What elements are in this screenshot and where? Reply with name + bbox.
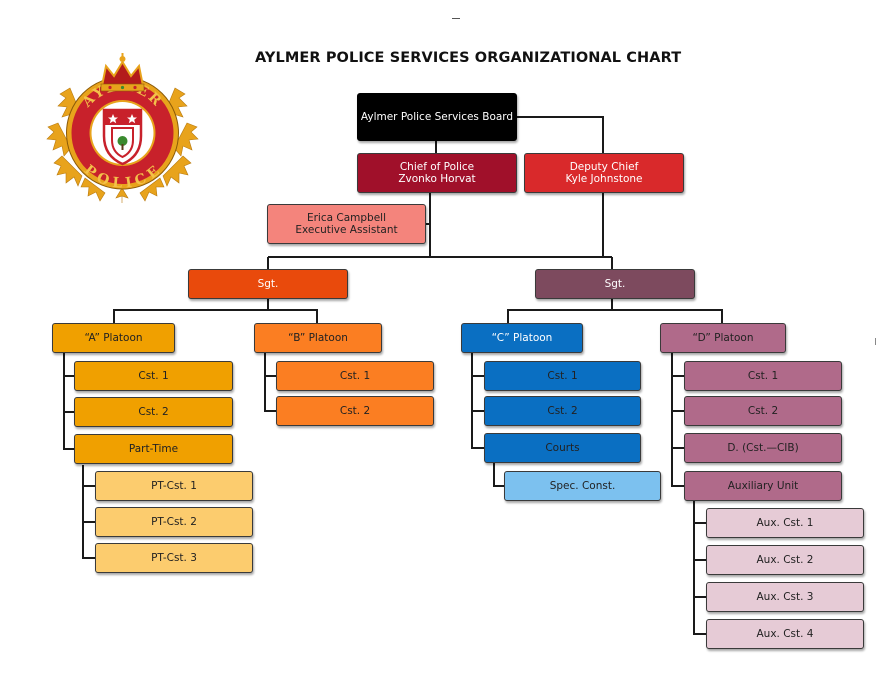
connector-ab — [113, 309, 318, 324]
platoon-a-cst-1-label: Cst. 1 — [138, 370, 169, 382]
sgt-left-label: Sgt. — [257, 278, 279, 290]
aux-cst-4: Aux. Cst. 4 — [706, 619, 864, 649]
edge-mark — [875, 338, 876, 345]
auxiliary-unit-label: Auxiliary Unit — [727, 480, 799, 492]
top-mark — [452, 18, 460, 19]
platoon-d-cib: D. (Cst.—CIB) — [684, 433, 842, 463]
platoon-b-cst-1-label: Cst. 1 — [339, 370, 371, 382]
deputy-name: Kyle Johnstone — [565, 173, 643, 185]
chart-title: AYLMER POLICE SERVICES ORGANIZATIONAL CH… — [255, 50, 682, 66]
platoon-c-cst-1: Cst. 1 — [484, 361, 641, 391]
platoon-a-part-time-label: Part-Time — [128, 443, 179, 455]
platoon-b-cst-2-label: Cst. 2 — [339, 405, 371, 417]
spec-const-label: Spec. Const. — [549, 480, 616, 492]
connector-b-tree — [264, 353, 276, 412]
board-label: Aylmer Police Services Board — [360, 111, 514, 123]
connector-aux-tree — [693, 501, 706, 635]
deputy-title: Deputy Chief — [569, 161, 639, 173]
aylmer-police-crest-logo: AYLMER POLICE — [46, 53, 199, 203]
connector-pt-tree — [82, 465, 95, 559]
chief-name: Zvonko Horvat — [398, 173, 476, 185]
platoon-c-label: “C” Platoon — [491, 332, 553, 344]
deputy-chief-box: Deputy Chief Kyle Johnstone — [524, 153, 684, 193]
platoon-c-cst-1-label: Cst. 1 — [547, 370, 578, 382]
spec-const-box: Spec. Const. — [504, 471, 661, 501]
platoon-a-part-time: Part-Time — [74, 434, 233, 464]
aux-cst-4-label: Aux. Cst. 4 — [756, 628, 814, 640]
platoon-b-cst-2: Cst. 2 — [276, 396, 434, 426]
platoon-d-cst-1-label: Cst. 1 — [747, 370, 779, 382]
sgt-left-box: Sgt. — [188, 269, 348, 299]
platoon-a-cst-2: Cst. 2 — [74, 397, 233, 427]
aux-cst-3: Aux. Cst. 3 — [706, 582, 864, 612]
platoon-a-box: “A” Platoon — [52, 323, 175, 353]
aux-cst-2: Aux. Cst. 2 — [706, 545, 864, 575]
platoon-c-cst-2-label: Cst. 2 — [547, 405, 578, 417]
executive-assistant-box: Erica Campbell Executive Assistant — [267, 204, 426, 244]
platoon-b-cst-1: Cst. 1 — [276, 361, 434, 391]
auxiliary-unit-box: Auxiliary Unit — [684, 471, 842, 501]
aux-cst-2-label: Aux. Cst. 2 — [756, 554, 814, 566]
platoon-a-label: “A” Platoon — [84, 332, 143, 344]
pt-cst-3: PT-Cst. 3 — [95, 543, 253, 573]
platoon-d-cst-1: Cst. 1 — [684, 361, 842, 391]
platoon-d-box: “D” Platoon — [660, 323, 786, 353]
platoon-a-cst-2-label: Cst. 2 — [138, 406, 169, 418]
connector-courts-tree — [493, 463, 504, 487]
platoon-a-cst-1: Cst. 1 — [74, 361, 233, 391]
platoon-b-box: “B” Platoon — [254, 323, 382, 353]
pt-cst-2: PT-Cst. 2 — [95, 507, 253, 537]
chief-of-police-box: Chief of Police Zvonko Horvat — [357, 153, 517, 193]
sgt-right-label: Sgt. — [604, 278, 626, 290]
assistant-name: Erica Campbell — [306, 212, 387, 224]
aux-cst-1: Aux. Cst. 1 — [706, 508, 864, 538]
aux-cst-1-label: Aux. Cst. 1 — [756, 517, 814, 529]
platoon-c-box: “C” Platoon — [461, 323, 583, 353]
pt-cst-1-label: PT-Cst. 1 — [151, 480, 197, 492]
sgt-right-box: Sgt. — [535, 269, 695, 299]
board-box: Aylmer Police Services Board — [357, 93, 517, 141]
platoon-d-label: “D” Platoon — [692, 332, 754, 344]
platoon-d-cst-2: Cst. 2 — [684, 396, 842, 426]
connector-a-tree — [63, 353, 74, 450]
connector-board-deputy — [517, 116, 604, 154]
assistant-title: Executive Assistant — [295, 224, 398, 236]
connector-cd — [507, 309, 723, 324]
chief-title: Chief of Police — [399, 161, 475, 173]
pt-cst-2-label: PT-Cst. 2 — [151, 516, 197, 528]
platoon-c-cst-2: Cst. 2 — [484, 396, 641, 426]
platoon-b-label: “B” Platoon — [288, 332, 348, 344]
pt-cst-3-label: PT-Cst. 3 — [151, 552, 197, 564]
platoon-c-courts: Courts — [484, 433, 641, 463]
platoon-d-cib-label: D. (Cst.—CIB) — [727, 442, 799, 454]
pt-cst-1: PT-Cst. 1 — [95, 471, 253, 501]
platoon-d-cst-2-label: Cst. 2 — [747, 405, 779, 417]
connector-d-tree — [671, 353, 684, 487]
platoon-c-courts-label: Courts — [545, 442, 580, 454]
connector-c-tree — [471, 353, 484, 449]
aux-cst-3-label: Aux. Cst. 3 — [756, 591, 814, 603]
